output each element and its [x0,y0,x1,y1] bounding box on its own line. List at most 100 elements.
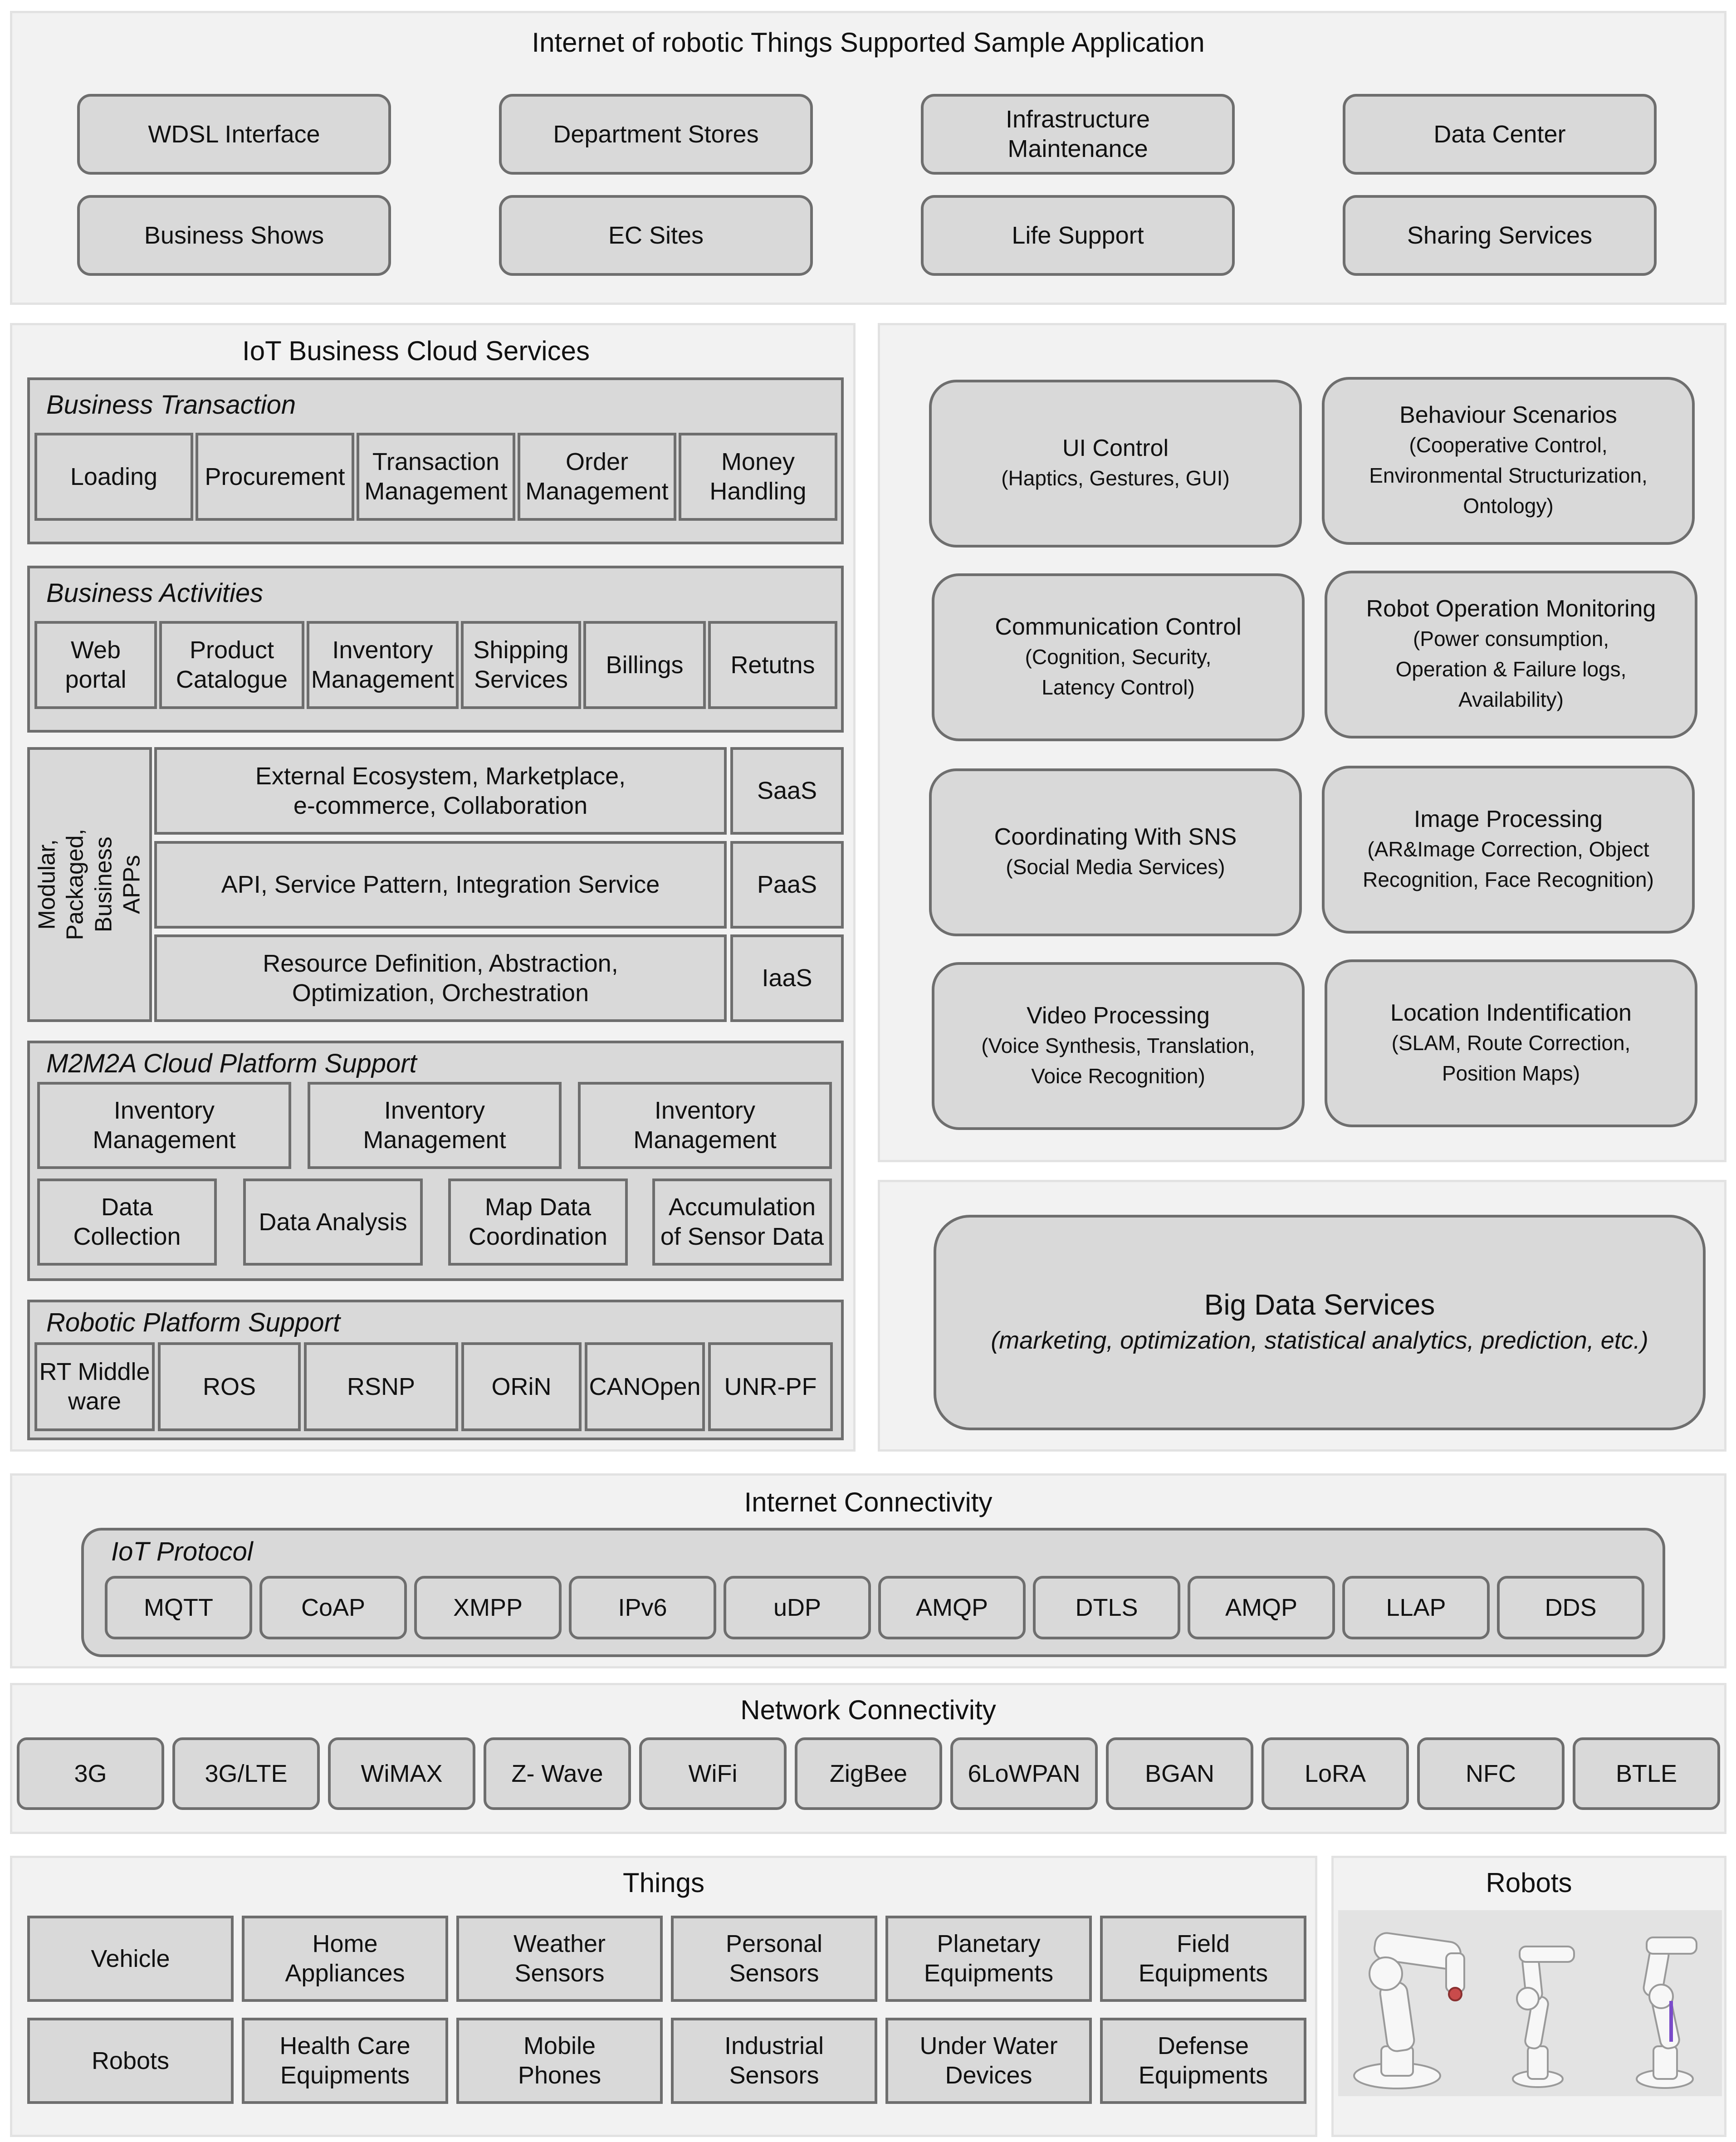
network-item: LoRA [1262,1737,1409,1810]
robot-arms-illustration [1338,1910,1722,2096]
thing-item: Robots [27,2018,234,2104]
m2m-item: Data Collection [37,1179,217,1266]
activity-item: Retutns [708,621,837,709]
business-activities-group: Business Activities Web portal Product C… [27,566,844,733]
m2m-item: Map Data Coordination [448,1179,628,1266]
iaas-layer-desc: Resource Definition, Abstraction, Optimi… [154,934,727,1022]
network-item: BTLE [1573,1737,1720,1810]
activity-item: Web portal [34,621,157,709]
robotic-item: UNR-PF [708,1342,833,1431]
network-connectivity-title: Network Connectivity [740,1695,996,1725]
image-processing-service: Image Processing (AR&Image Correction, O… [1322,766,1695,934]
coordinating-sns-service: Coordinating With SNS (Social Media Serv… [929,768,1302,936]
modular-apps-label: Modular, Packaged, Business APPs [34,829,145,940]
transaction-item: Money Handling [679,433,837,521]
robotic-item: CANOpen [585,1342,705,1431]
thing-item: Defense Equipments [1100,2018,1306,2104]
robotic-platform-group: Robotic Platform Support RT Middle ware … [27,1300,844,1440]
robot-services-panel: UI Control (Haptics, Gestures, GUI) Beha… [878,323,1726,1162]
m2m2a-group: M2M2A Cloud Platform Support Inventory M… [27,1041,844,1281]
saas-layer-desc: External Ecosystem, Marketplace, e-comme… [154,747,727,835]
m2m-item: Inventory Management [578,1082,832,1169]
robot-operation-monitoring-service: Robot Operation Monitoring (Power consum… [1325,571,1697,738]
thing-item: Home Appliances [242,1916,448,2002]
thing-item: Health Care Equipments [242,2018,448,2104]
network-item: ZigBee [795,1737,942,1810]
app-item: Department Stores [499,94,813,175]
things-title: Things [622,1868,705,1898]
app-item: EC Sites [499,195,813,276]
activity-item: Shipping Services [461,621,581,709]
application-panel: Internet of robotic Things Supported Sam… [10,11,1726,305]
app-item: Sharing Services [1343,195,1657,276]
paas-tier: PaaS [730,841,844,929]
protocol-item: DTLS [1033,1576,1180,1639]
transaction-item: Order Management [518,433,676,521]
activity-item: Billings [583,621,706,709]
transaction-item: Procurement [196,433,354,521]
m2m-item: Inventory Management [308,1082,562,1169]
internet-connectivity-panel: Internet Connectivity IoT Protocol MQTT … [10,1473,1726,1668]
iaas-tier: IaaS [730,934,844,1022]
modular-apps-label-box [27,747,152,1022]
robotic-item: RT Middle ware [34,1342,155,1431]
location-identification-service: Location Indentification (SLAM, Route Co… [1325,959,1697,1127]
protocol-item: uDP [724,1576,871,1639]
application-title: Internet of robotic Things Supported Sam… [532,27,1205,58]
protocol-item: CoAP [259,1576,407,1639]
network-connectivity-panel: Network Connectivity 3G 3G/LTE WiMAX Z- … [10,1683,1726,1834]
robot-arms-image [1338,1910,1722,2096]
protocol-item: AMQP [878,1576,1026,1639]
robots-title: Robots [1486,1868,1572,1898]
app-item: WDSL Interface [77,94,391,175]
robotic-item: ROS [158,1342,301,1431]
video-processing-service: Video Processing (Voice Synthesis, Trans… [932,962,1305,1130]
activity-item: Inventory Management [307,621,459,709]
thing-item: Personal Sensors [671,1916,877,2002]
network-item: 3G/LTE [172,1737,320,1810]
app-item: Data Center [1343,94,1657,175]
activity-item: Product Catalogue [159,621,304,709]
communication-control-service: Communication Control (Cognition, Securi… [932,573,1305,741]
saas-tier: SaaS [730,747,844,835]
thing-item: Weather Sensors [456,1916,663,2002]
iot-protocol-title: IoT Protocol [111,1537,253,1566]
thing-item: Mobile Phones [456,2018,663,2104]
network-item: WiFi [639,1737,787,1810]
protocol-item: DDS [1497,1576,1644,1639]
network-item: 6LoWPAN [950,1737,1098,1810]
protocol-item: AMQP [1188,1576,1335,1639]
robotic-item: ORiN [461,1342,582,1431]
iot-protocol-group: IoT Protocol MQTT CoAP XMPP IPv6 uDP AMQ… [81,1528,1665,1657]
big-data-service: Big Data Services (marketing, optimizati… [934,1215,1706,1430]
m2m-item: Inventory Management [37,1082,291,1169]
m2m2a-title: M2M2A Cloud Platform Support [46,1049,417,1078]
protocol-item: MQTT [105,1576,252,1639]
business-transaction-title: Business Transaction [46,390,296,420]
robotic-item: RSNP [304,1342,458,1431]
protocol-item: IPv6 [569,1576,716,1639]
app-item: Life Support [921,195,1235,276]
network-item: BGAN [1106,1737,1253,1810]
thing-item: Under Water Devices [885,2018,1092,2104]
thing-item: Planetary Equipments [885,1916,1092,2002]
thing-item: Industrial Sensors [671,2018,877,2104]
robotic-platform-title: Robotic Platform Support [46,1308,340,1337]
behaviour-scenarios-service: Behaviour Scenarios (Cooperative Control… [1322,377,1695,545]
thing-item: Vehicle [27,1916,234,2002]
robots-panel: Robots [1331,1856,1726,2137]
internet-connectivity-title: Internet Connectivity [744,1487,993,1517]
protocol-item: XMPP [414,1576,562,1639]
transaction-item: Loading [34,433,193,521]
cloud-services-panel: IoT Business Cloud Services Business Tra… [10,323,856,1452]
network-item: Z- Wave [484,1737,631,1810]
paas-layer-desc: API, Service Pattern, Integration Servic… [154,841,727,929]
cloud-services-title: IoT Business Cloud Services [242,336,590,366]
network-item: NFC [1417,1737,1565,1810]
network-item: 3G [17,1737,164,1810]
transaction-item: Transaction Management [357,433,515,521]
thing-item: Field Equipments [1100,1916,1306,2002]
things-panel: Things Vehicle Home Appliances Weather S… [10,1856,1317,2137]
ui-control-service: UI Control (Haptics, Gestures, GUI) [929,380,1302,548]
network-item: WiMAX [328,1737,475,1810]
